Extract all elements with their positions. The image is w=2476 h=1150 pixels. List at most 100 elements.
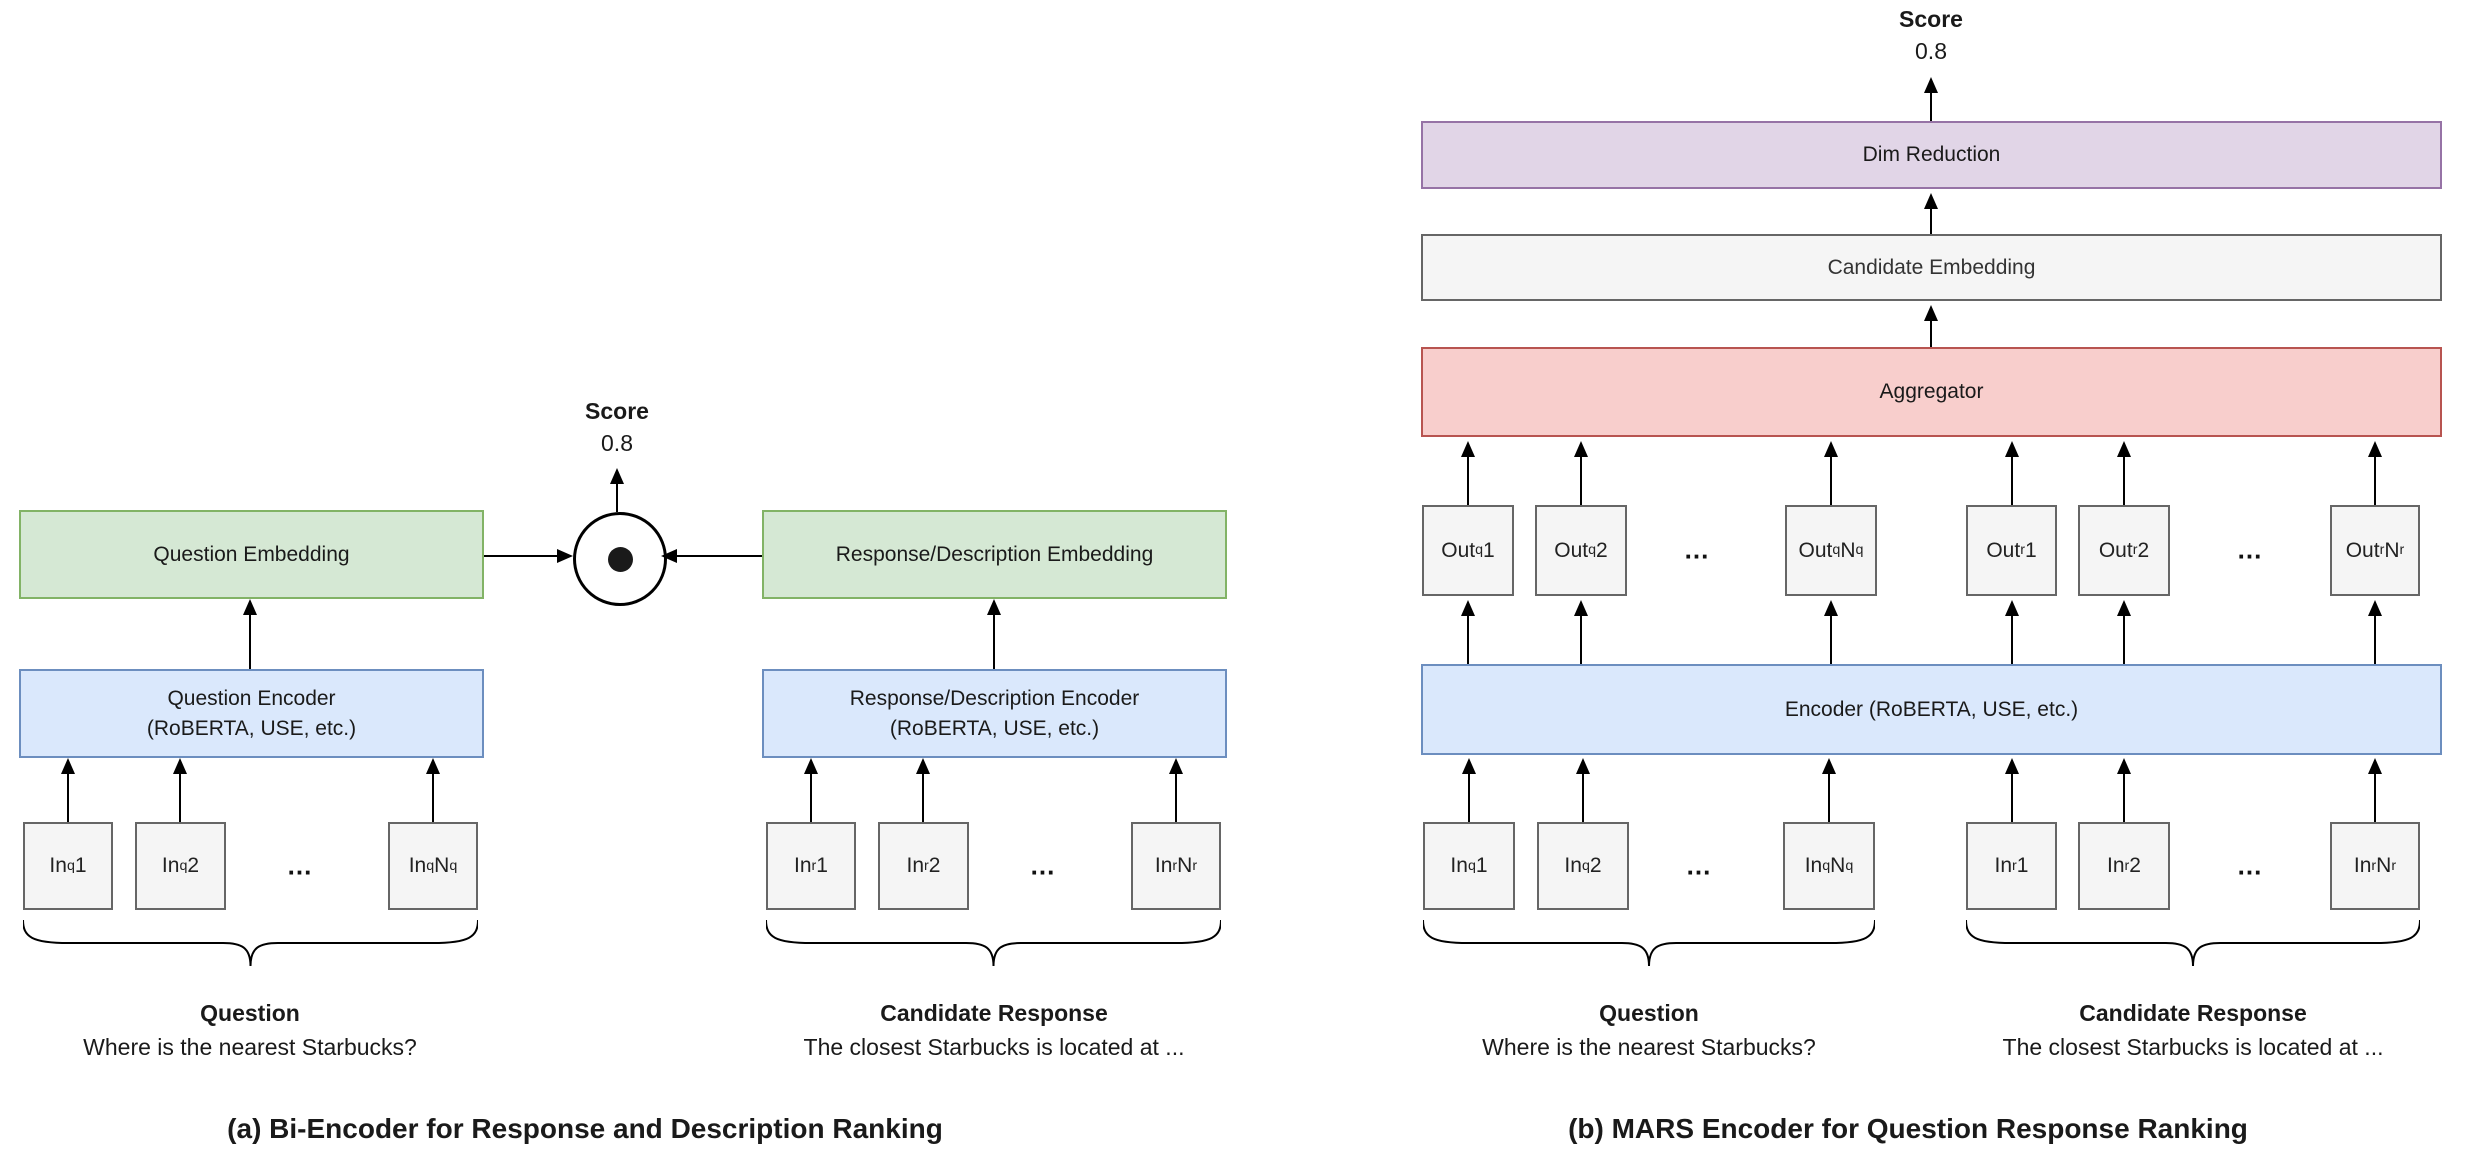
- token-subscript: q: [1467, 857, 1476, 874]
- ellipsis: ...: [1686, 850, 1712, 881]
- arrow-up-icon: [172, 758, 188, 822]
- dot-product-icon: [573, 512, 667, 606]
- arrow-up-icon: [1821, 758, 1837, 822]
- question-embedding-box: Question Embedding: [19, 510, 484, 599]
- candidate-group-text: The closest Starbucks is located at ...: [2002, 1034, 2384, 1060]
- shared-encoder-box: Encoder (RoBERTA, USE, etc.): [1421, 664, 2442, 755]
- token-subscript: r: [2371, 857, 2377, 874]
- token-text: In: [2353, 854, 2372, 877]
- token-subscript: q: [426, 857, 435, 874]
- aggregator-box: Aggregator: [1421, 347, 2442, 437]
- token-subscript: q: [1822, 857, 1831, 874]
- arrow-up-icon: [915, 758, 931, 822]
- arrow-up-icon: [1575, 758, 1591, 822]
- token-text: In: [906, 854, 925, 877]
- token-subscript: r: [924, 857, 929, 874]
- candidate-group-label: Candidate Response: [2079, 1000, 2307, 1026]
- token-text: Out: [1554, 538, 1589, 562]
- response-encoder-line1: Response/Description Encoder: [849, 686, 1140, 710]
- question-encoder-line1: Question Encoder: [167, 686, 336, 710]
- curly-brace: [1423, 920, 1875, 966]
- token-text: Out: [2098, 538, 2133, 562]
- response-encoder-box: Response/Description Encoder (RoBERTA, U…: [762, 669, 1227, 758]
- token-text: In: [408, 854, 427, 877]
- token-text: 2: [928, 854, 941, 877]
- curly-brace: [766, 920, 1221, 966]
- token-text: Out: [2345, 538, 2380, 562]
- arrow-up-icon: [2367, 441, 2383, 505]
- token-subscript: r: [1172, 857, 1178, 874]
- arrow-left-icon: [661, 548, 762, 564]
- dim-reduction-box: Dim Reduction: [1421, 121, 2442, 189]
- shared-encoder-label: Encoder (RoBERTA, USE, etc.): [1784, 697, 2079, 721]
- token-text: N: [1830, 854, 1846, 877]
- question-group-text: Where is the nearest Starbucks?: [1482, 1034, 1816, 1060]
- token-subscript: q: [1475, 542, 1484, 559]
- arrow-up-icon: [1923, 305, 1939, 347]
- arrow-up-icon: [2004, 441, 2020, 505]
- token-subscript: r: [2132, 542, 2138, 559]
- question-encoder-line2: (RoBERTA, USE, etc.): [146, 716, 357, 740]
- caption-b: (b) MARS Encoder for Question Response R…: [1568, 1113, 2248, 1144]
- token-text: N: [1177, 854, 1193, 877]
- token-text: N: [434, 854, 450, 877]
- ellipsis: ...: [287, 850, 313, 881]
- arrow-up-icon: [2367, 758, 2383, 822]
- token-subscript: r: [2391, 857, 2397, 874]
- token-subscript: r: [2012, 857, 2017, 874]
- arrow-up-icon: [1460, 441, 1476, 505]
- candidate-group-text: The closest Starbucks is located at ...: [803, 1034, 1185, 1060]
- arrow-up-icon: [1460, 600, 1476, 664]
- response-embedding-box: Response/Description Embedding: [762, 510, 1227, 599]
- arrow-up-icon: [986, 599, 1002, 669]
- token-text: In: [161, 854, 180, 877]
- token-subscript: r: [2399, 542, 2405, 559]
- token-text: In: [49, 854, 67, 877]
- token-subscript: r: [2124, 857, 2130, 874]
- token-text: 1: [816, 854, 828, 877]
- question-group-text: Where is the nearest Starbucks?: [83, 1034, 417, 1060]
- token-subscript: q: [1581, 857, 1590, 874]
- arrow-right-icon: [484, 548, 573, 564]
- token-subscript: r: [1192, 857, 1198, 874]
- token-text: N: [1840, 538, 1856, 562]
- token-text: 2: [187, 854, 200, 877]
- arrow-up-icon: [803, 758, 819, 822]
- arrow-up-icon: [1823, 441, 1839, 505]
- arrow-up-icon: [1923, 77, 1939, 121]
- token-subscript: q: [449, 857, 458, 874]
- dot-icon: [607, 546, 633, 572]
- arrow-up-icon: [425, 758, 441, 822]
- arrow-up-icon: [1823, 600, 1839, 664]
- score-label: Score: [1899, 6, 1963, 32]
- aggregator-label: Aggregator: [1879, 380, 1984, 403]
- ellipsis: ...: [2237, 850, 2263, 881]
- token-text: N: [2376, 854, 2392, 877]
- ellipsis: ...: [2237, 534, 2263, 565]
- arrow-up-icon: [2116, 600, 2132, 664]
- score-label: Score: [585, 398, 649, 424]
- token-subscript: r: [2379, 542, 2385, 559]
- question-encoder-box: Question Encoder (RoBERTA, USE, etc.): [19, 669, 484, 758]
- arrow-up-icon: [1168, 758, 1184, 822]
- question-group-label: Question: [1599, 1000, 1699, 1026]
- token-subscript: r: [811, 857, 817, 874]
- arrow-up-icon: [60, 758, 76, 822]
- arrow-up-icon: [609, 468, 625, 512]
- token-subscript: q: [1588, 542, 1597, 559]
- arrow-up-icon: [242, 599, 258, 669]
- token-subscript: q: [1845, 857, 1854, 874]
